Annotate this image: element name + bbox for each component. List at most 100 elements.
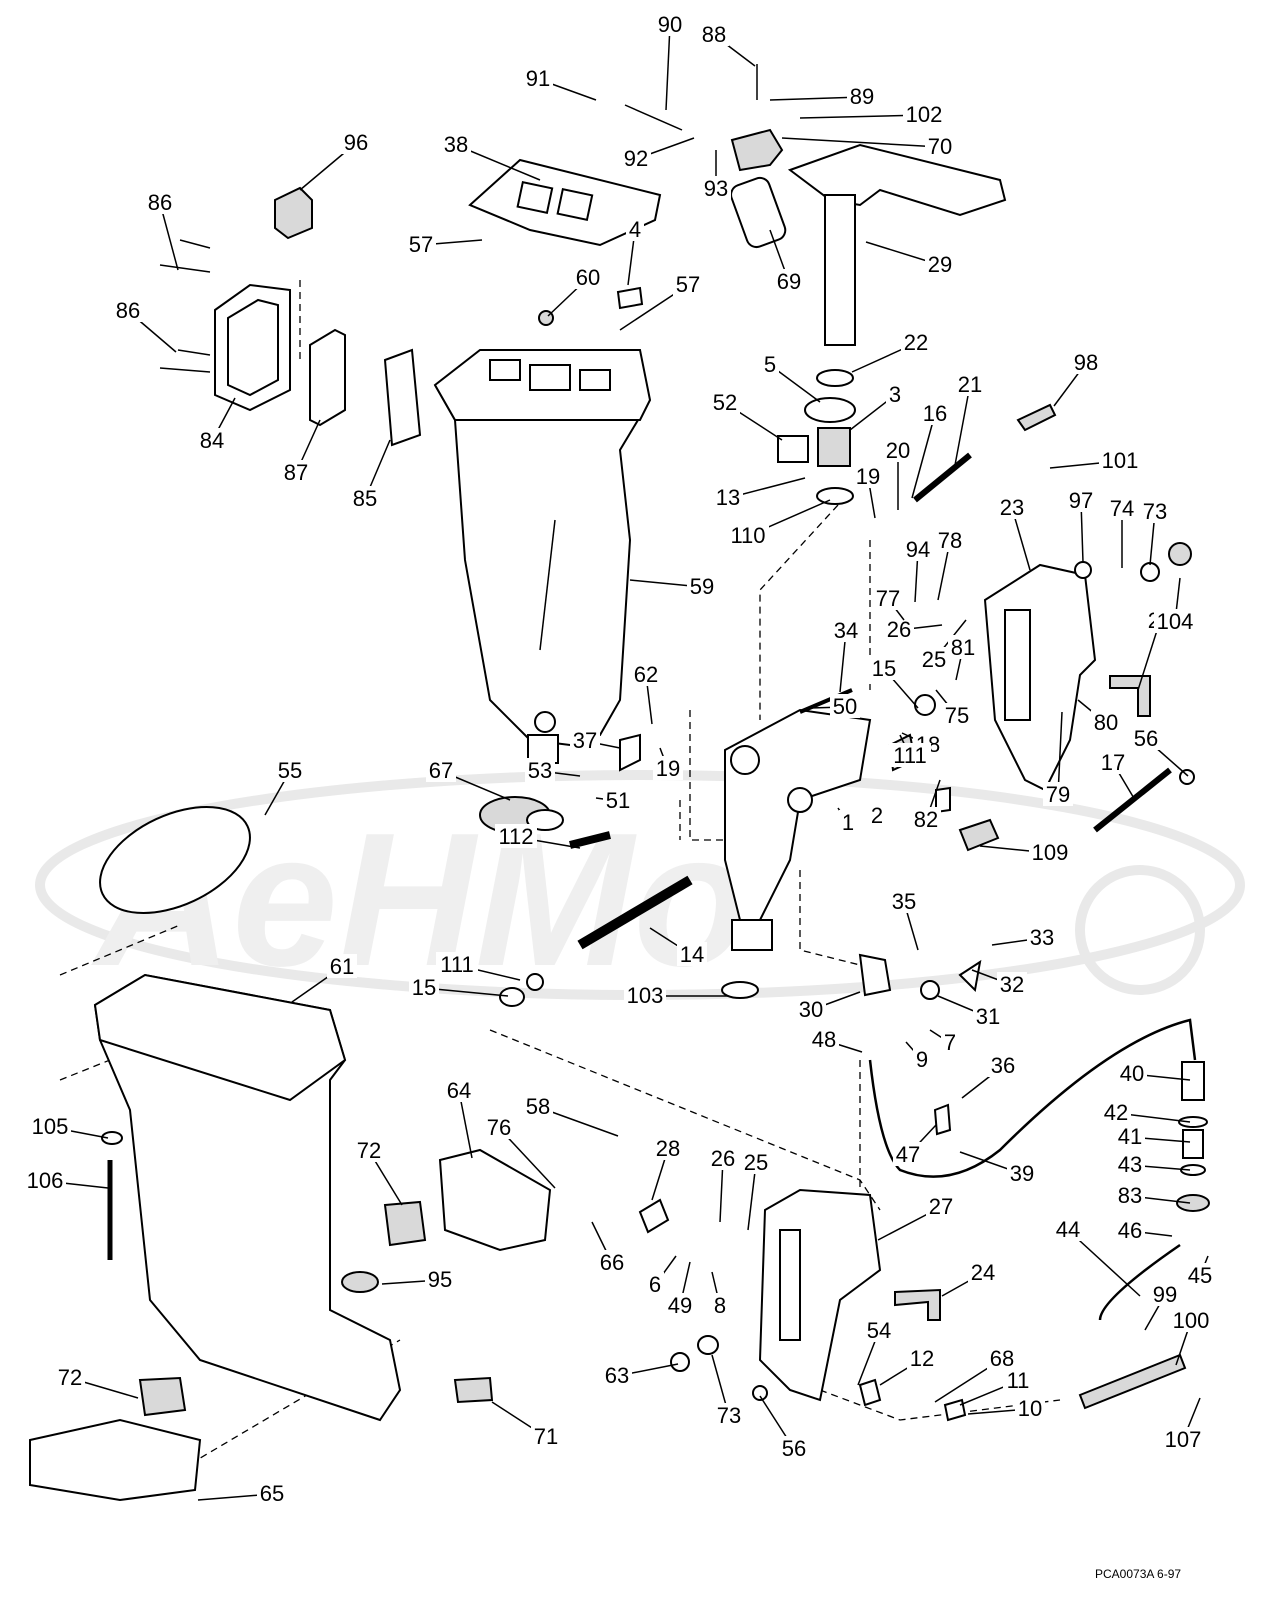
part-label-l46: 46 [1118,1218,1142,1243]
part-label-l63: 63 [605,1363,629,1388]
drawing-code: PCA0073A 6-97 [1095,1567,1181,1581]
label-bg-l97 [1066,488,1096,512]
part-label-l48: 48 [812,1027,836,1052]
label-bg-l14 [677,942,707,966]
label-bg-l29 [925,252,955,276]
label-bg-l73b [714,1403,744,1427]
part-label-l26: 26 [887,617,911,642]
label-bg-l56 [1131,726,1161,750]
label-bg-l33 [1027,925,1057,949]
label-bg-l15b [409,975,439,999]
label-bg-l16 [920,401,950,425]
label-bg-l83 [1115,1183,1145,1207]
part-label-l41: 41 [1118,1124,1142,1149]
label-bg-l91 [523,66,553,90]
part-label-l62: 62 [634,662,658,687]
part-label-l57b: 57 [676,272,700,297]
part-label-l44: 44 [1056,1217,1080,1242]
label-bg-l81 [948,635,978,659]
part-label-l100: 100 [1173,1308,1210,1333]
label-bg-l2 [868,803,886,827]
label-bg-l27 [926,1194,956,1218]
part-label-l84: 84 [200,428,224,453]
label-bg-l59 [687,574,717,598]
part-label-l5: 5 [764,352,776,377]
part-label-l35: 35 [892,889,916,914]
part-label-l61: 61 [330,954,354,979]
label-bg-l78 [935,528,965,552]
part-label-l89: 89 [850,84,874,109]
label-bg-l94 [903,537,933,561]
label-bg-l35 [889,889,919,913]
part-label-l90: 90 [658,12,682,37]
part-label-l26b: 26 [711,1146,735,1171]
part-label-l95: 95 [428,1267,452,1292]
label-bg-l10 [1015,1396,1045,1420]
label-bg-l45 [1185,1263,1215,1287]
label-bg-l9 [913,1047,931,1071]
part-label-l99: 99 [1153,1282,1177,1307]
label-bg-l20 [883,438,913,462]
part-label-l21: 21 [958,372,982,397]
label-bg-l26 [884,617,914,641]
shafts [569,452,1172,950]
part-label-l34: 34 [834,618,858,643]
label-bg-l88 [699,22,729,46]
part-label-l96: 96 [344,130,368,155]
part-label-l20: 20 [886,438,910,463]
part-label-l110: 110 [730,523,765,548]
part-label-l111b: 111 [440,952,473,977]
label-bg-l61 [327,954,357,978]
part-label-l70: 70 [928,134,952,159]
label-bg-l100 [1170,1308,1212,1332]
label-bg-l1 [839,810,857,834]
part-label-l82: 82 [914,807,938,832]
exhaust-housing [433,349,652,764]
part-label-l42: 42 [1104,1100,1128,1125]
stern-bracket-lower [758,1188,882,1402]
part-label-l19b: 19 [656,756,680,781]
part-label-l74: 74 [1110,496,1134,521]
part-label-l80: 80 [1094,710,1118,735]
leader-line-l25b [747,1162,757,1231]
part-label-l97: 97 [1069,488,1093,513]
part-label-l98: 98 [1074,350,1098,375]
part-labels: 1234567891011121314151516171819192021222… [24,12,1215,1506]
leader-line-l86 [159,202,179,271]
label-bg-l48 [809,1027,839,1051]
part-label-l104: 104 [1157,609,1194,634]
label-bg-l6 [646,1272,664,1296]
label-bg-l98 [1071,350,1101,374]
exhaust-cover-parts [159,186,422,447]
label-bg-l90 [655,12,685,36]
part-label-l71: 71 [534,1424,558,1449]
part-label-l76: 76 [487,1115,511,1140]
part-label-l107: 107 [1165,1427,1202,1452]
label-bg-l77 [873,586,903,610]
part-label-l72: 72 [357,1138,381,1163]
label-bg-l21 [955,372,985,396]
part-label-l19: 19 [856,464,880,489]
label-bg-l19b [653,756,683,780]
label-bg-l93 [701,176,731,200]
top-gasket [468,158,662,247]
label-bg-l60 [573,265,603,289]
shift-cable [868,1018,1210,1410]
part-label-l91: 91 [526,66,550,91]
label-bg-l58 [523,1094,553,1118]
part-label-l24b: 24 [971,1260,995,1285]
label-bg-l107 [1162,1427,1204,1451]
part-label-l105: 105 [32,1114,69,1139]
label-bg-l8 [711,1293,729,1317]
part-label-l56b: 56 [782,1436,806,1461]
bushings [538,286,856,505]
part-label-l25: 25 [922,647,946,672]
label-bg-l72b [55,1365,85,1389]
part-label-l17: 17 [1101,750,1125,775]
label-bg-l23 [997,495,1027,519]
label-bg-l55 [275,758,305,782]
label-bg-l92 [621,146,651,170]
part-label-l14: 14 [680,942,704,967]
part-label-l106: 106 [27,1168,64,1193]
part-label-l31: 31 [976,1004,1000,1029]
